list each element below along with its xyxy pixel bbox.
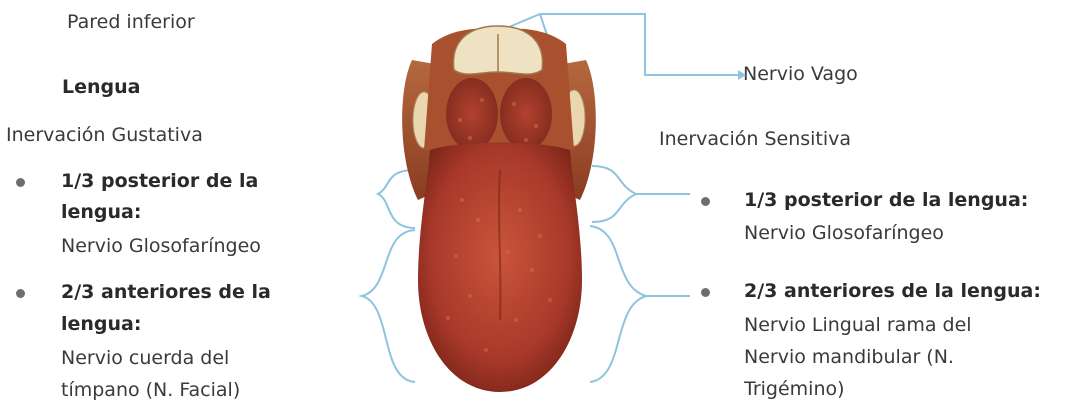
lingual-tonsil-left (446, 78, 498, 150)
left-brace-upper (378, 170, 415, 228)
tongue-illustration (402, 26, 596, 392)
vagus-arrowhead (738, 70, 746, 80)
right-brace-upper (592, 166, 636, 222)
left-brace-lower (362, 230, 415, 382)
right-brace-lower (590, 226, 646, 382)
